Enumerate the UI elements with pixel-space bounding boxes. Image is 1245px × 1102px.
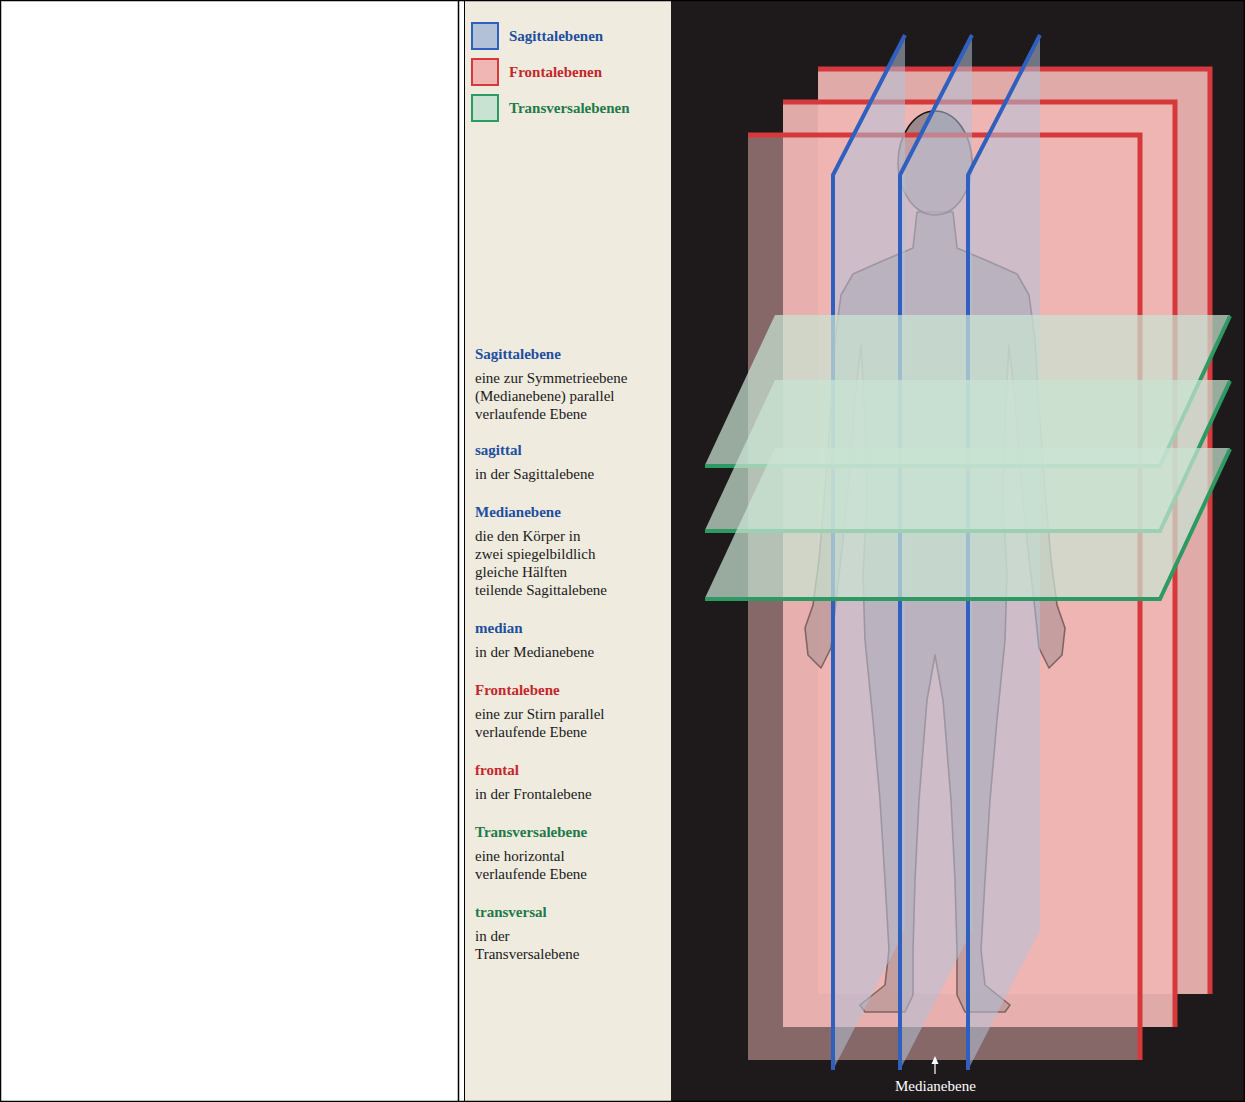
term-heading: Medianebene bbox=[475, 503, 665, 521]
legend-swatch bbox=[471, 58, 499, 86]
definition-text: in der Sagittalebene bbox=[475, 465, 650, 483]
term-heading: sagittal bbox=[475, 441, 665, 459]
definition-text: in der Transversalebene bbox=[475, 927, 615, 963]
transversal-planes bbox=[705, 315, 1230, 599]
illustration-ground bbox=[671, 1, 1245, 1101]
plane-label: Medianebene bbox=[895, 1077, 976, 1095]
term-heading: median bbox=[475, 619, 665, 637]
term-heading: transversal bbox=[475, 903, 665, 921]
legend-swatch bbox=[471, 22, 499, 50]
cell-divider bbox=[458, 0, 460, 1102]
leader-arrowhead bbox=[932, 1056, 939, 1064]
legend-swatch bbox=[471, 94, 499, 122]
transversal-plane-edge bbox=[705, 449, 1230, 599]
definition-text: eine zur Symmetrieebene (Medianebene) pa… bbox=[475, 369, 635, 423]
definition-text: eine horizontal verlaufende Ebene bbox=[475, 847, 625, 883]
text-column-ground bbox=[465, 1, 671, 1101]
definition-text: in der Medianebene bbox=[475, 643, 650, 661]
term-heading: Sagittalebene bbox=[475, 345, 665, 363]
term-heading: Transversalebene bbox=[475, 823, 665, 841]
legend-text: Transversalebenen bbox=[509, 99, 630, 117]
legend-text: Sagittalebenen bbox=[509, 27, 603, 45]
term-heading: Frontalebene bbox=[475, 681, 665, 699]
term-heading: frontal bbox=[475, 761, 665, 779]
cell-divider bbox=[464, 0, 465, 1102]
transversal-plane bbox=[705, 448, 1230, 598]
definition-text: die den Körper in zwei spiegelbildlich g… bbox=[475, 527, 610, 599]
definition-text: in der Frontalebene bbox=[475, 785, 650, 803]
definition-text: eine zur Stirn parallel verlaufende Eben… bbox=[475, 705, 625, 741]
legend-text: Frontalebenen bbox=[509, 63, 602, 81]
